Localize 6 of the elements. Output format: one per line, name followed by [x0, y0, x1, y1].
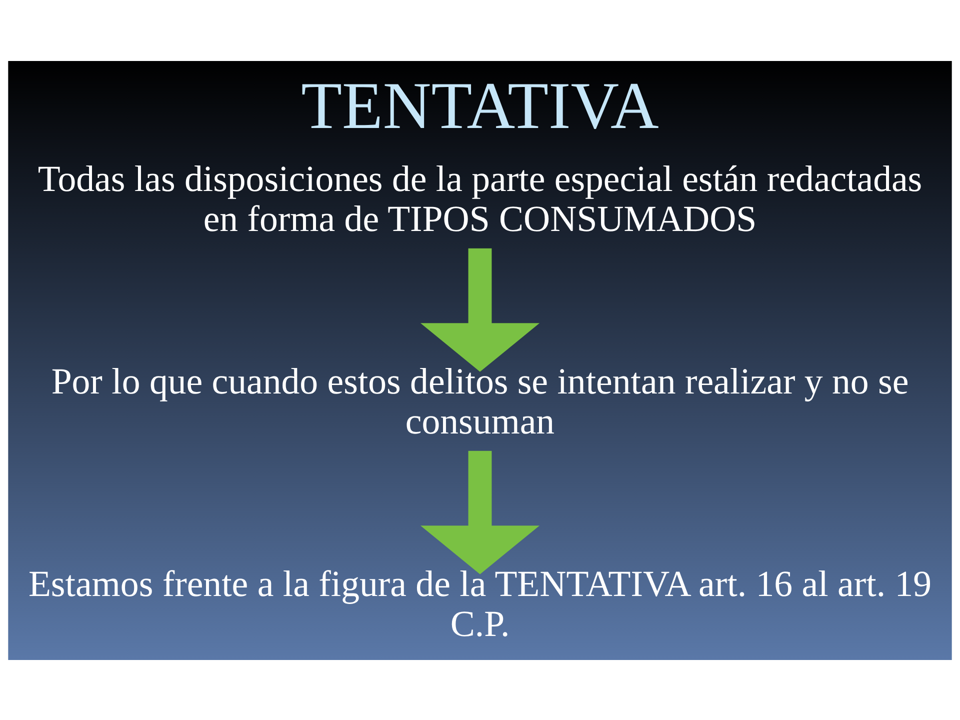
- diagram-title: TENTATIVA: [301, 68, 659, 142]
- arrow: [420, 248, 540, 372]
- node-text: Todas las disposiciones de la parte especial están redactadas en forma de TIPOS CONSUMADOS: [38, 157, 922, 238]
- node-text: Por lo que cuando estos delitos se intentan realizar y no se consuman: [51, 360, 909, 441]
- arrow: [420, 450, 540, 574]
- node-text: Estamos frente a la figura de la TENTATIVA art. 16 al art. 19 C.P.: [28, 562, 932, 644]
